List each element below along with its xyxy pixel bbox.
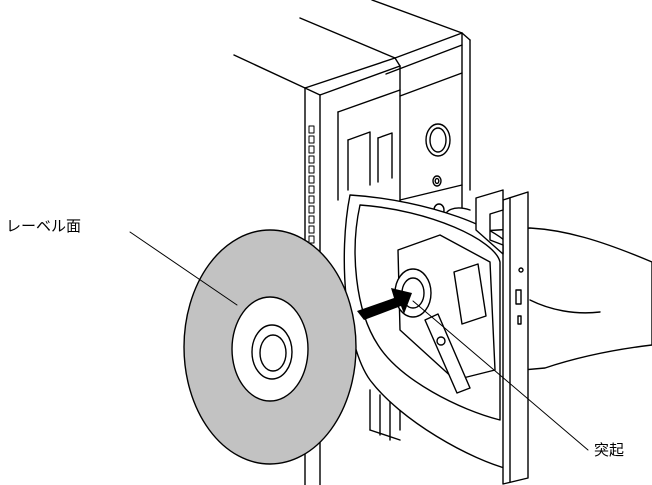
leader-line-protrusion: [412, 300, 589, 451]
callout-label-surface: レーベル面: [6, 217, 82, 235]
power-button: [425, 123, 451, 157]
drive-tray: [343, 194, 513, 471]
tray-bezel: [475, 189, 529, 485]
tray-bezel-slot: [515, 289, 522, 305]
cd-disc: [183, 229, 357, 465]
leader-line-label-surface: [129, 231, 238, 306]
insert-direction-arrow: [357, 288, 412, 320]
callout-protrusion: 突起: [594, 441, 625, 459]
indicator-led: [432, 175, 442, 187]
